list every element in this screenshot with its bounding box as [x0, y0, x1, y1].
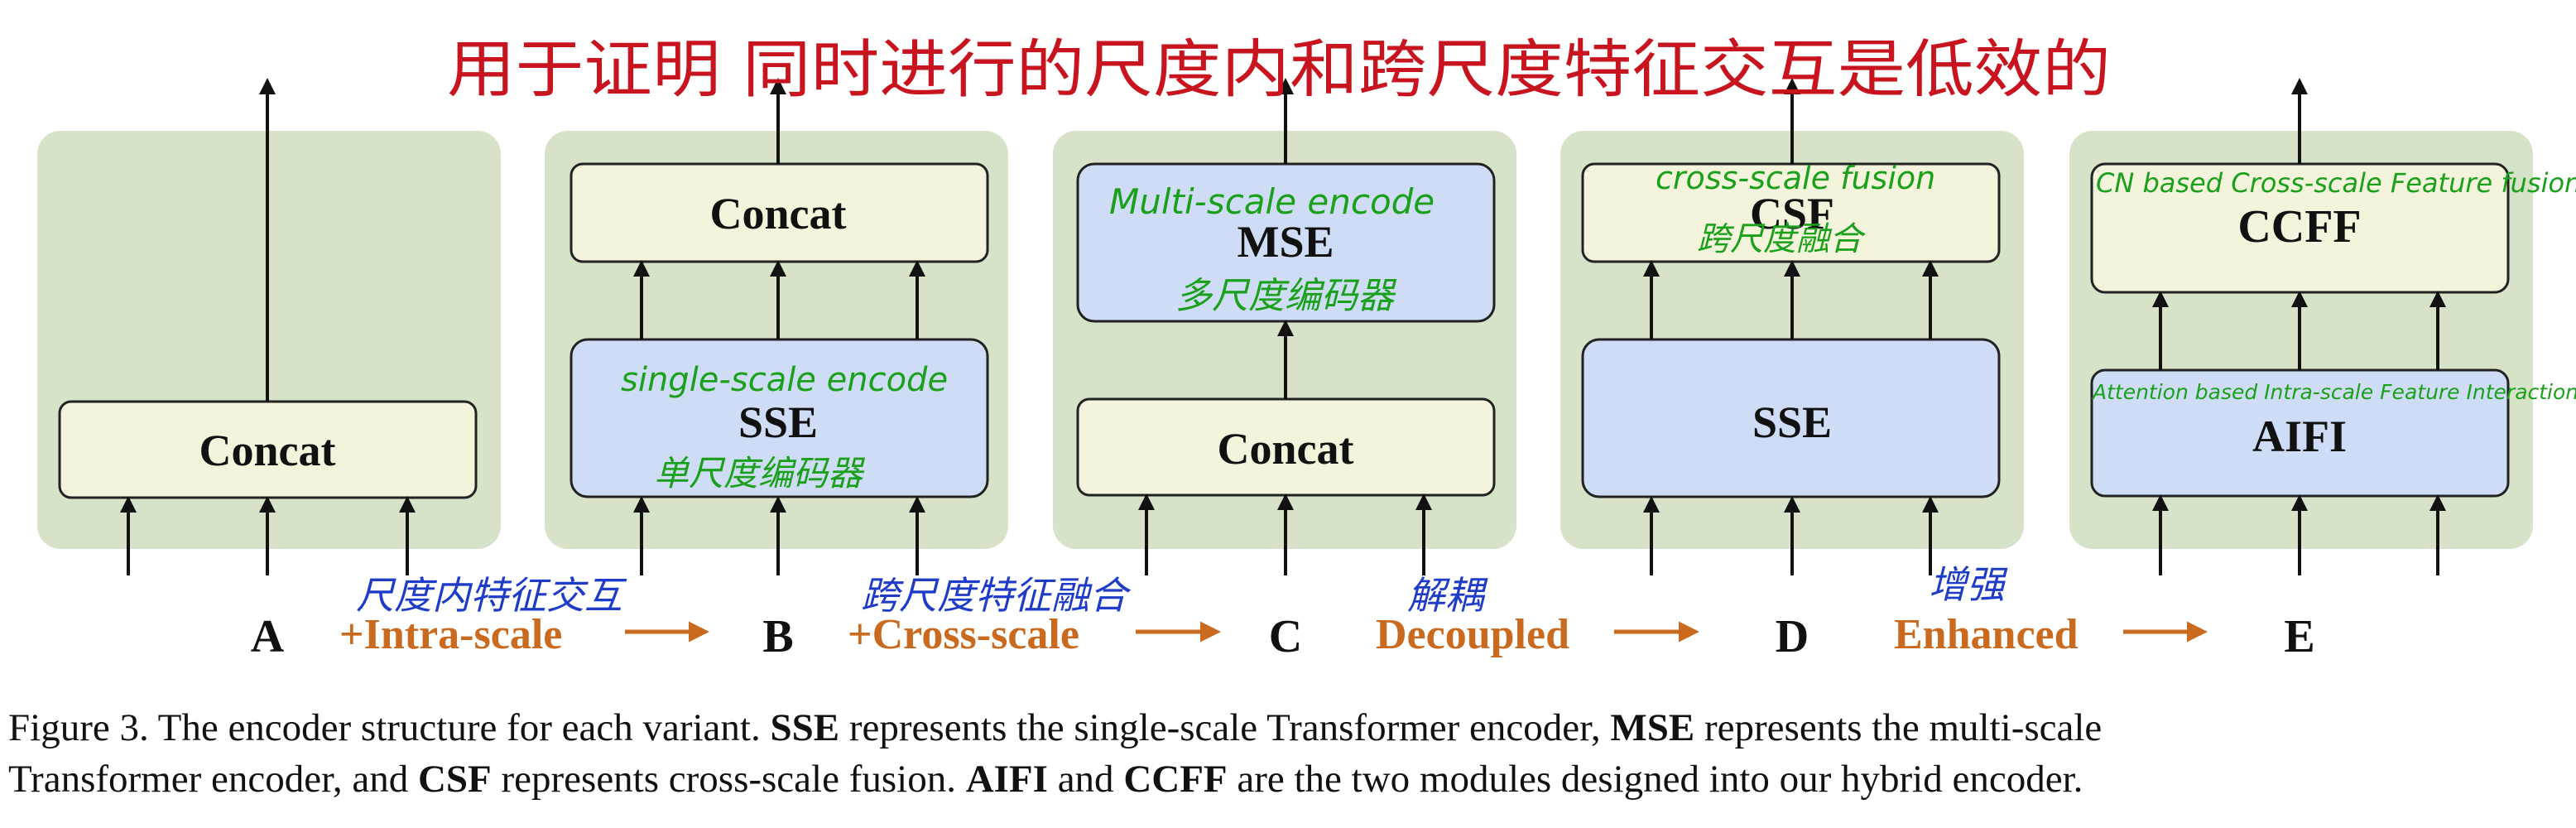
caption-text: represents the single-scale Transformer …	[839, 706, 1611, 749]
panel-b-note-below: 跨尺度特征融合	[861, 573, 1132, 618]
caption-text: The encoder structure for each variant.	[148, 706, 771, 749]
caption-text: Transformer encoder, and	[8, 758, 418, 801]
panel-b-note-en: single-scale encode	[621, 361, 948, 399]
step-labels: +Intra-scale +Cross-scale Decoupled Enha…	[339, 611, 2208, 658]
panel-c-note-en: Multi-scale encode	[1109, 181, 1435, 222]
top-red-annotation: 用于证明 同时进行的尺度内和跨尺度特征交互是低效的	[447, 32, 2111, 106]
panel-c-mse-label: MSE	[1237, 217, 1334, 267]
panel-d-note-en: cross-scale fusion	[1656, 160, 1935, 196]
panel-a-note-below: 尺度内特征交互	[356, 573, 627, 618]
step-cross-scale: +Cross-scale	[848, 611, 1079, 658]
panel-d-letter: D	[1776, 611, 1809, 662]
panel-b-concat-label: Concat	[710, 189, 847, 238]
step-enhanced: Enhanced	[1894, 611, 2079, 658]
caption-text: are the two modules designed into our hy…	[1227, 758, 2083, 801]
panel-a: Concat A 尺度内特征交互	[37, 78, 627, 662]
panel-c: MSE Multi-scale encode 多尺度编码器 Concat C 解…	[1053, 78, 1516, 662]
panel-e: CCFF CN based Cross-scale Feature fusion…	[2069, 78, 2576, 662]
caption-text: and	[1047, 758, 1124, 801]
panel-d-sse-label: SSE	[1752, 397, 1832, 447]
panel-e-letter: E	[2284, 611, 2314, 662]
panel-d-csf-label: CSF	[1750, 189, 1834, 238]
panel-b-letter: B	[762, 611, 793, 662]
panel-d-note-cn: 跨尺度融合	[1697, 220, 1866, 258]
panel-a-concat-label: Concat	[199, 426, 336, 475]
panel-b-note-cn: 单尺度编码器	[654, 453, 866, 493]
panel-c-letter: C	[1269, 611, 1302, 662]
step-intra-scale: +Intra-scale	[339, 611, 562, 658]
panel-d: CSF cross-scale fusion 跨尺度融合 SSE D 增强	[1560, 78, 2024, 662]
caption-text: represents the multi-scale	[1694, 706, 2103, 749]
encoder-variants-diagram: Concat A 尺度内特征交互 Concat SSE single-scale…	[37, 32, 2576, 662]
figure-caption: Figure 3. The encoder structure for each…	[8, 702, 2570, 805]
panel-e-note-en-bottom: Attention based Intra-scale Feature Inte…	[2091, 380, 2576, 404]
caption-term-ccff: CCFF	[1123, 758, 1228, 801]
panel-a-letter: A	[251, 611, 285, 662]
panel-e-ccff-label: CCFF	[2237, 201, 2361, 253]
caption-label: Figure 3.	[8, 706, 149, 749]
caption-term-mse: MSE	[1610, 706, 1695, 749]
panel-c-note-cn: 多尺度编码器	[1175, 275, 1397, 317]
caption-text: represents cross-scale fusion.	[491, 758, 966, 801]
caption-term-csf: CSF	[417, 758, 492, 801]
panel-c-note-below: 解耦	[1407, 573, 1488, 618]
panel-e-aifi-label: AIFI	[2252, 412, 2347, 461]
panel-b-sse-label: SSE	[738, 397, 818, 447]
panel-e-note-en-top: CN based Cross-scale Feature fusion	[2096, 167, 2576, 199]
panel-d-note-below: 增强	[1929, 562, 2008, 607]
panel-c-concat-label: Concat	[1218, 424, 1354, 474]
caption-term-aifi: AIFI	[965, 758, 1048, 801]
caption-term-sse: SSE	[770, 706, 840, 749]
panel-b: Concat SSE single-scale encode 单尺度编码器 B …	[545, 78, 1132, 662]
step-decoupled: Decoupled	[1376, 611, 1569, 658]
